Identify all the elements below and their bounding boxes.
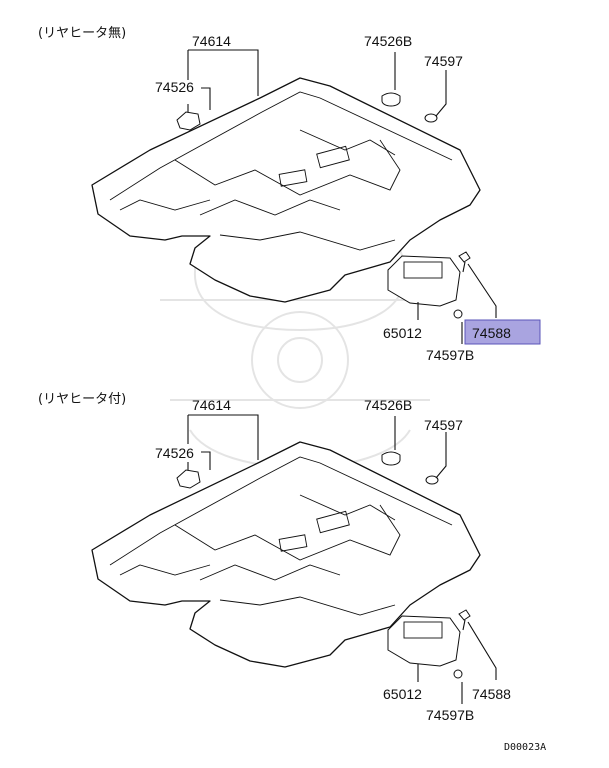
bottom-plug-74526B	[381, 451, 401, 466]
bottom-label-65012: 65012	[383, 686, 422, 702]
top-label-74614: 74614	[192, 33, 231, 49]
bottom-label-74588[interactable]: 74588	[472, 686, 511, 702]
bottom-label-74614: 74614	[192, 397, 231, 413]
bottom-screw-clip-74597B	[453, 669, 463, 679]
bottom-grommet-74597	[425, 475, 439, 485]
highlight-74588	[464, 319, 541, 345]
bottom-label-74526B: 74526B	[364, 397, 412, 413]
bottom-cover-65012	[387, 615, 461, 667]
bottom-label-74597: 74597	[424, 417, 463, 433]
top-label-74526B: 74526B	[364, 33, 412, 49]
top-label-65012: 65012	[383, 325, 422, 341]
top-label-74597: 74597	[424, 53, 463, 69]
top-floor-mat	[91, 77, 481, 303]
bottom-clip-74526	[176, 462, 201, 489]
top-clip-74526	[176, 104, 201, 131]
bottom-label-74526: 74526	[155, 445, 194, 461]
top-cover-65012	[387, 255, 461, 307]
diagram-code: D00023A	[504, 742, 546, 753]
top-bolt-74588	[458, 251, 471, 273]
top-screw-clip-74597B	[453, 309, 463, 319]
bottom-label-74597B: 74597B	[426, 707, 474, 723]
top-label-74588[interactable]: 74588	[472, 325, 511, 341]
top-label-74597B: 74597B	[426, 347, 474, 363]
bottom-caption: (リヤヒータ付)	[38, 392, 126, 407]
top-label-74526: 74526	[155, 79, 194, 95]
bottom-floor-mat	[91, 441, 481, 668]
bottom-assembly: (リヤヒータ付)	[38, 392, 511, 723]
top-caption: (リヤヒータ無)	[38, 26, 126, 41]
top-plug-74526B	[381, 92, 401, 107]
bottom-bolt-74588	[458, 609, 471, 631]
top-assembly: (リヤヒータ無)	[38, 26, 541, 363]
top-grommet-74597	[424, 113, 438, 123]
